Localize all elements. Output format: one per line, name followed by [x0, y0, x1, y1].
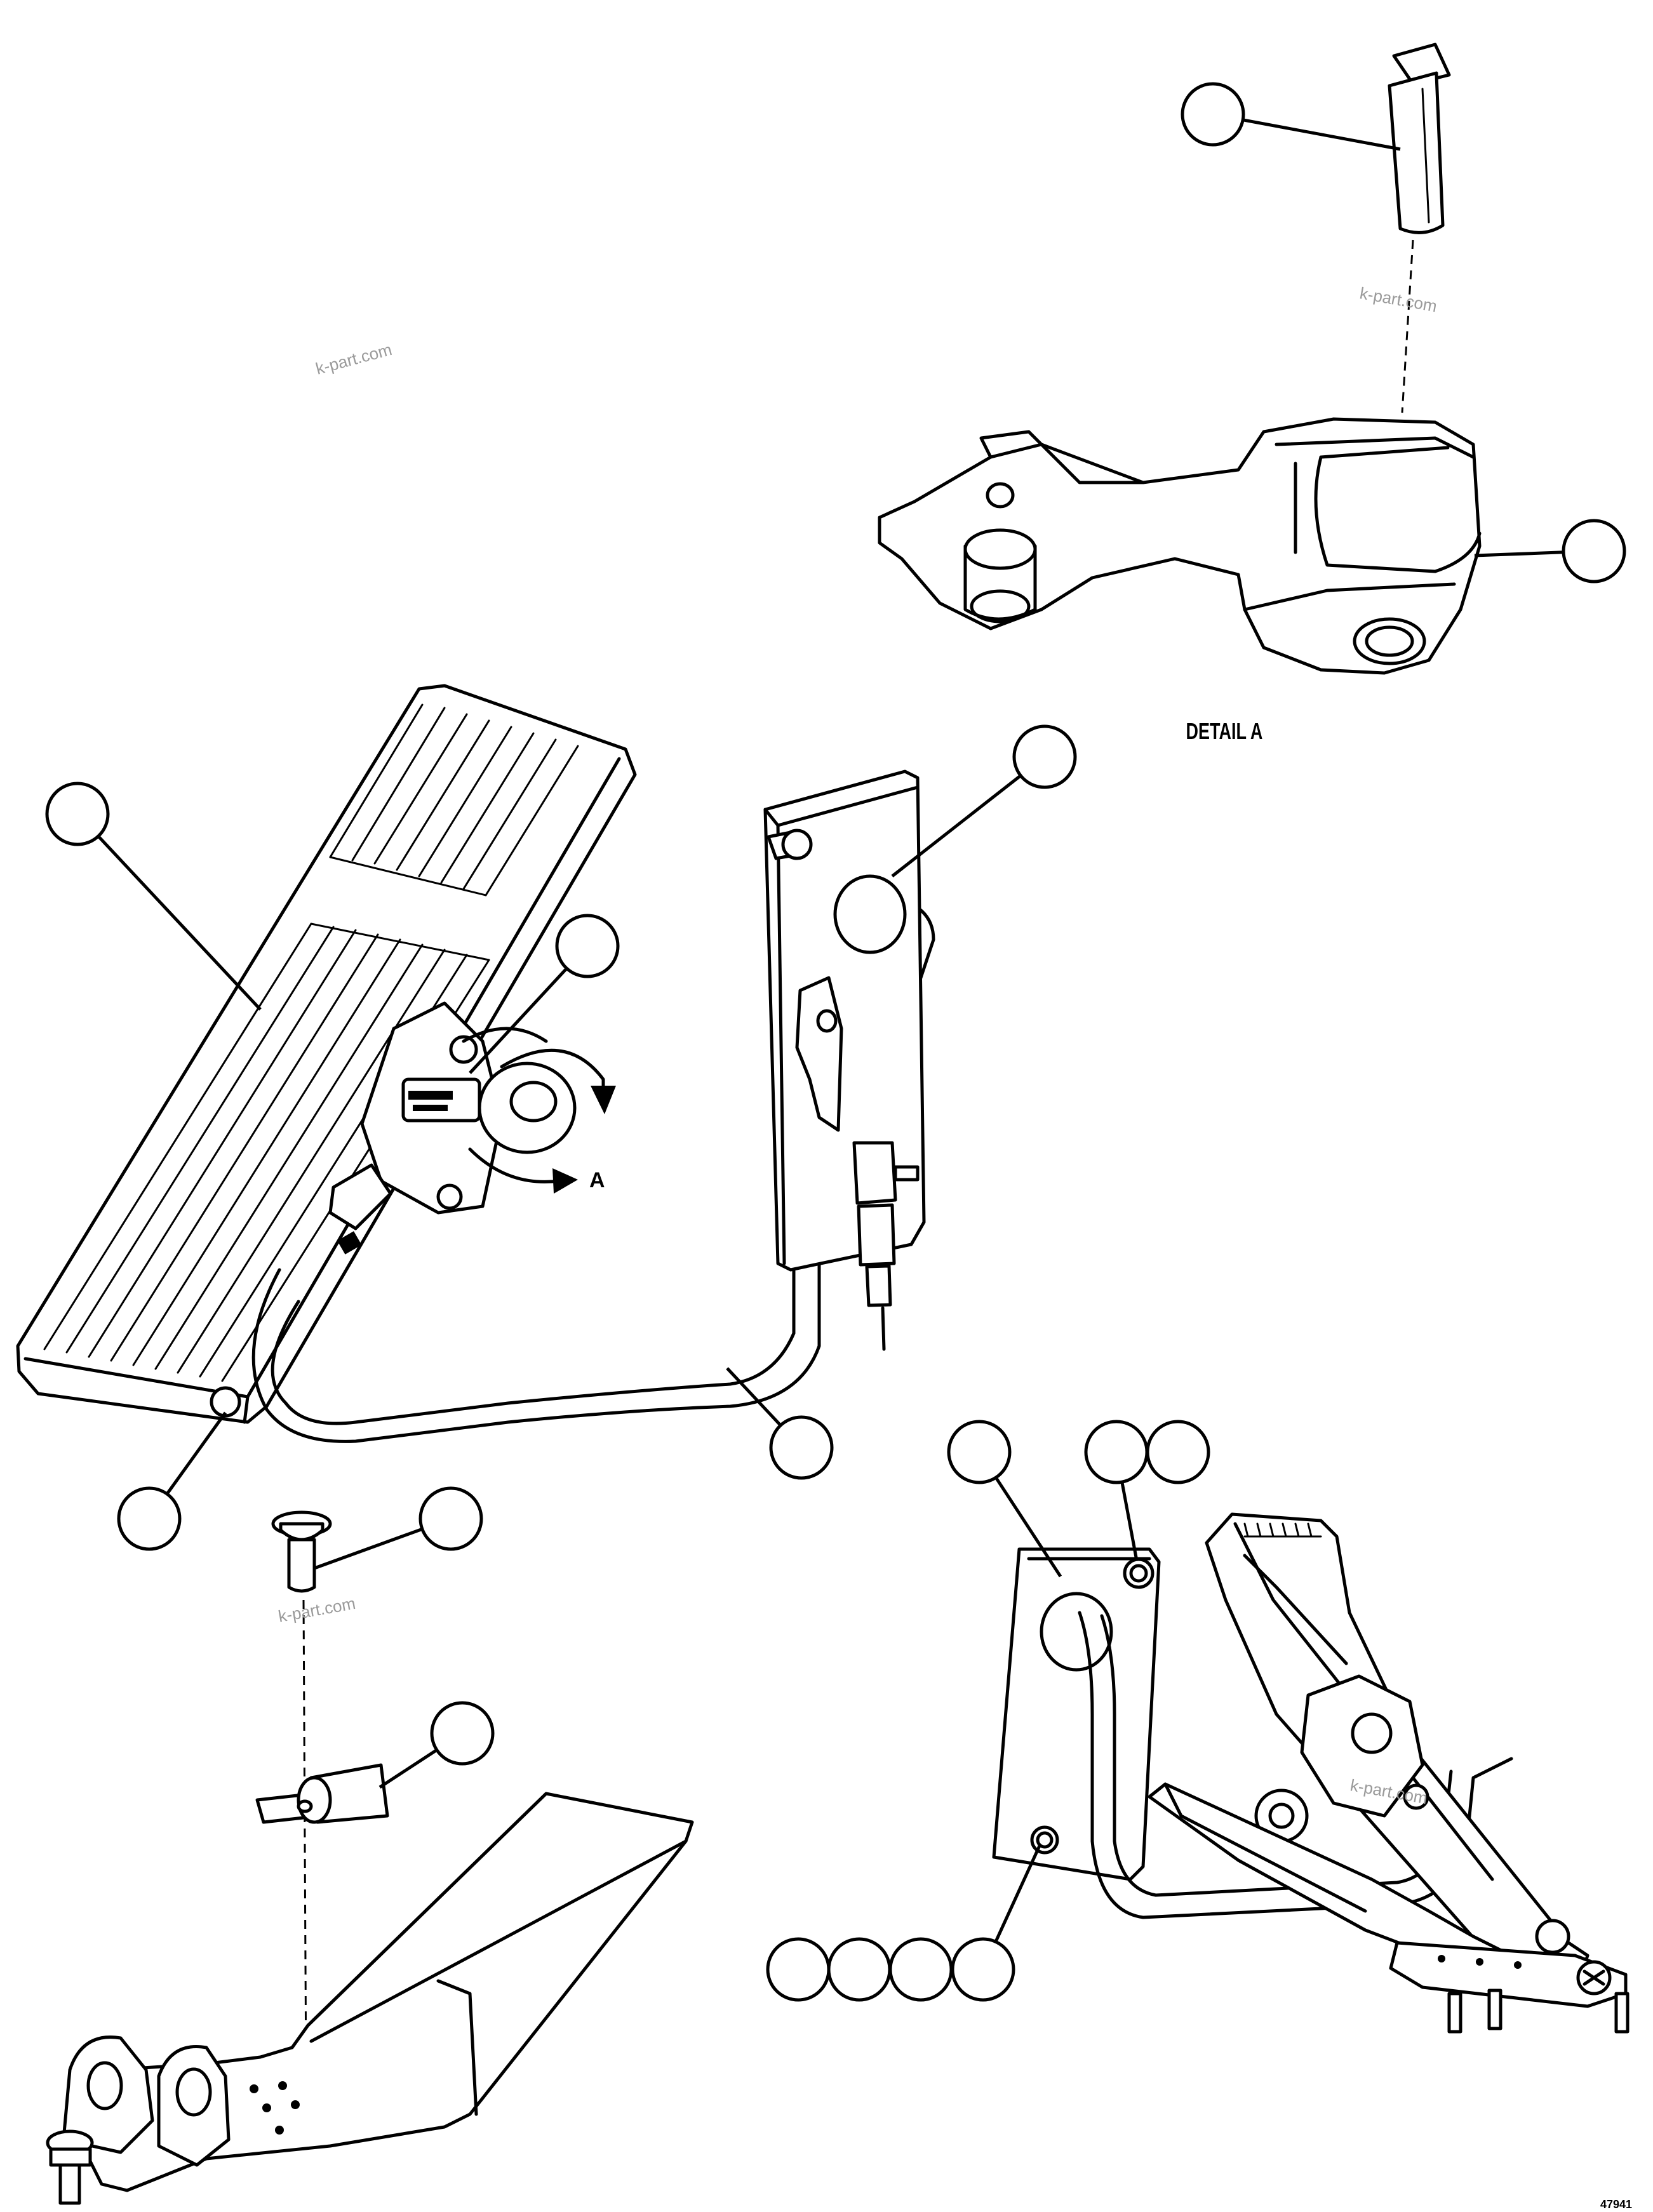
callout-fastener-4-leader: [994, 1843, 1042, 1943]
callout-nut-a: [1084, 1420, 1149, 1484]
callout-side-plate: [947, 1420, 1012, 1484]
callout-nut-b: [1146, 1420, 1210, 1484]
bolt-part: [271, 1510, 332, 1593]
callout-fastener-1: [766, 1937, 831, 2002]
bushing-link-part: [878, 417, 1482, 675]
callout-pin: [1181, 82, 1245, 147]
side-pedal-ribs: [1243, 1522, 1313, 1538]
rotation-arrow: [468, 1048, 616, 1194]
pedal-ribs-upper: [329, 703, 579, 896]
callout-harness: [769, 1415, 834, 1480]
callout-harness-leader: [726, 1367, 782, 1427]
side-view-plate: [992, 1547, 1161, 1881]
watermark-1: k-part.com: [314, 340, 394, 378]
watermark-3: k-part.com: [277, 1594, 357, 1626]
detail-a-label: DETAIL A: [1186, 718, 1263, 744]
sensor-assembly: [328, 1001, 577, 1255]
callout-bracket-plate-leader: [891, 774, 1022, 877]
drawing-code: 47941: [1600, 2198, 1632, 2211]
callout-fastener-3: [888, 1937, 953, 2002]
callout-bolt: [418, 1486, 483, 1551]
callout-fastener-2: [827, 1937, 892, 2002]
callout-bracket-plate: [1012, 724, 1077, 789]
callout-sensor-leader: [469, 967, 568, 1074]
pin-axis-dashed: [1401, 239, 1414, 413]
callout-clip-leader: [378, 1749, 438, 1789]
callout-bolt-leader: [314, 1528, 423, 1570]
bolt-axis-dashed: [302, 1599, 307, 2083]
watermark-2: k-part.com: [1358, 283, 1438, 316]
sensor-label-plate: [408, 1091, 453, 1100]
pedal-arm-part: [46, 1792, 694, 2205]
rotation-label: A: [589, 1168, 605, 1192]
callout-pedal-pad: [45, 782, 110, 846]
side-view-pedal: [1148, 1512, 1630, 2034]
callout-fastener-4: [951, 1937, 1015, 2002]
clip-part: [255, 1763, 389, 1824]
callout-bushing-detail: [1562, 519, 1626, 583]
callout-side-plate-leader: [994, 1476, 1062, 1578]
callout-sensor: [555, 914, 620, 978]
callout-pivot-bolt-leader: [165, 1411, 227, 1495]
callouts-layer: [45, 82, 1626, 2002]
callout-pedal-pad-leader: [97, 835, 262, 1011]
callout-bushing-detail-leader: [1474, 550, 1564, 557]
callout-pin-leader: [1242, 118, 1401, 151]
pedal-pad-part: [16, 684, 637, 1424]
callout-clip: [430, 1701, 495, 1766]
callout-pivot-bolt: [117, 1486, 182, 1551]
callout-nut-a-leader: [1120, 1481, 1139, 1561]
pin-part: [1388, 43, 1451, 234]
bracket-plate-part: [763, 770, 926, 1351]
